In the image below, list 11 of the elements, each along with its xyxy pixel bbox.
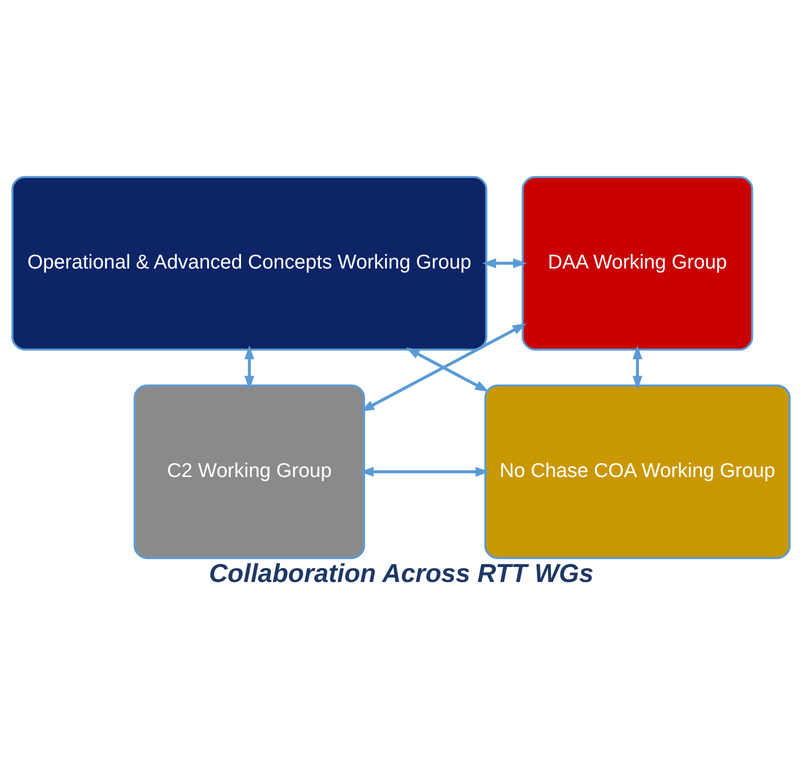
arrow xyxy=(360,466,490,477)
node-box: Operational & Advanced Concepts Working Group xyxy=(11,176,488,351)
arrow xyxy=(406,348,490,392)
node-box: C2 Working Group xyxy=(134,384,366,560)
arrow xyxy=(632,345,642,390)
arrow xyxy=(244,345,254,390)
arrow xyxy=(360,323,527,412)
caption: Collaboration Across RTT WGs xyxy=(208,560,594,588)
arrow xyxy=(482,258,528,268)
node-box: No Chase COA Working Group xyxy=(484,384,791,560)
node-box: DAA Working Group xyxy=(522,176,754,351)
